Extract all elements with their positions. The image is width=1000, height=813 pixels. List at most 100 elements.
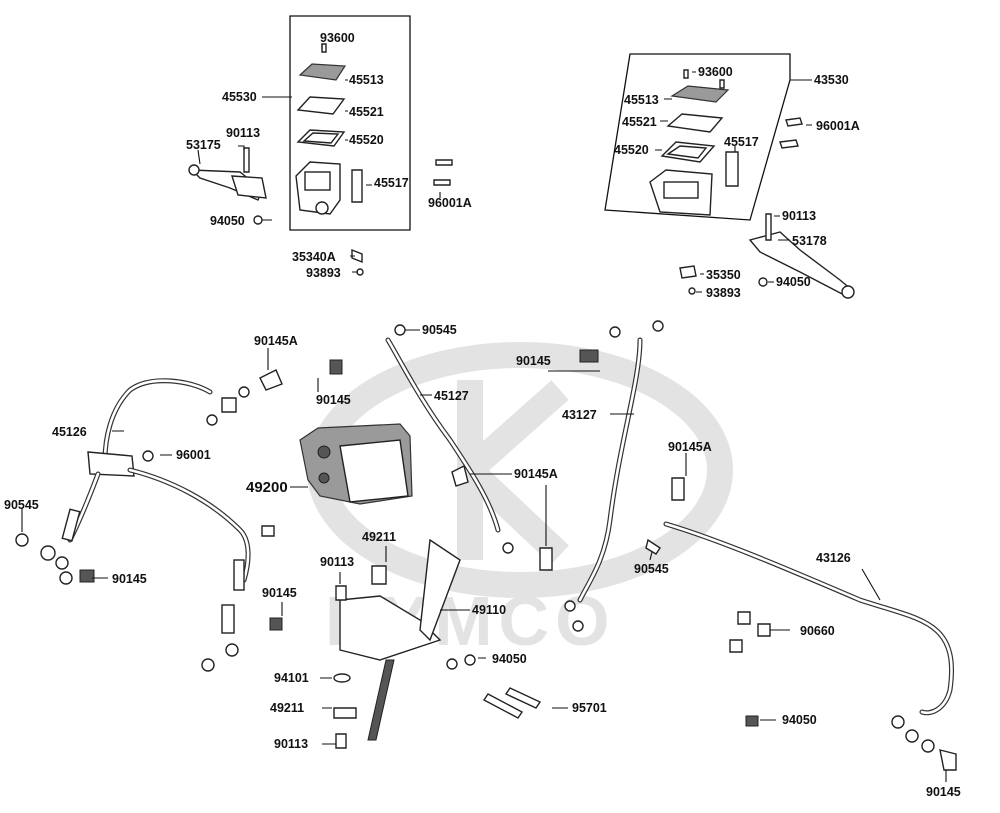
label-90545-a: 90545 <box>422 323 457 337</box>
label-93893-a: 93893 <box>306 266 341 280</box>
hoses-and-abs-assembly <box>15 320 957 782</box>
label-90145A-b: 90145A <box>514 467 558 481</box>
bolt-96001A-right-2 <box>779 139 799 149</box>
label-90545-b: 90545 <box>4 498 39 512</box>
label-45126: 45126 <box>52 425 87 439</box>
label-90145A-c: 90145A <box>668 440 712 454</box>
label-43126: 43126 <box>816 551 851 565</box>
right-assembly-box <box>604 53 791 221</box>
bolt-96001A-right-1 <box>785 117 803 127</box>
switch-45517-right <box>725 151 739 187</box>
reservoir-cap-45513-right <box>670 85 730 103</box>
screw-93600-right <box>683 69 689 79</box>
screw-93893-right <box>688 287 696 295</box>
label-49200: 49200 <box>246 479 288 496</box>
nut-94050-c <box>446 658 458 670</box>
label-90145-e: 90145 <box>926 785 961 799</box>
bolt-90113-d <box>335 733 347 749</box>
bolt-90145-a <box>79 569 95 583</box>
label-53175: 53175 <box>186 138 221 152</box>
clip-90660-1 <box>737 611 751 625</box>
label-96001A-left: 96001A <box>428 196 472 210</box>
label-94050-c: 94050 <box>492 652 527 666</box>
nut-94050-d <box>745 715 759 727</box>
label-94050-a: 94050 <box>210 214 245 228</box>
bolt-90145-d <box>269 617 283 631</box>
plate-45521-right <box>666 113 724 133</box>
pivot-bolt-90113-right <box>765 213 772 241</box>
label-94050-d: 94050 <box>782 713 817 727</box>
label-93893-b: 93893 <box>706 286 741 300</box>
label-90113-d: 90113 <box>274 737 308 751</box>
washer-90545-c <box>645 538 661 555</box>
pivot-bolt-90113-left <box>243 147 250 173</box>
label-45517-right: 45517 <box>724 135 759 149</box>
label-43530: 43530 <box>814 73 849 87</box>
washer-90545-a <box>15 533 29 547</box>
label-49211-a: 49211 <box>362 530 396 544</box>
switch-45517-left <box>351 169 363 203</box>
label-45521-right: 45521 <box>622 115 657 129</box>
label-90145-b: 90145 <box>516 354 551 368</box>
label-45517-left: 45517 <box>374 176 409 190</box>
label-90145-d: 90145 <box>262 586 297 600</box>
clamp-35340A <box>351 248 363 264</box>
label-90545-c: 90545 <box>634 562 669 576</box>
label-90145-c: 90145 <box>112 572 147 586</box>
grommet-49211-a <box>371 565 387 585</box>
banjo-bolt-90145A-a <box>259 369 283 391</box>
screw-93600-left <box>321 43 327 53</box>
clamp-35350 <box>679 265 697 279</box>
label-43127: 43127 <box>562 408 597 422</box>
label-96001: 96001 <box>176 448 211 462</box>
label-94101: 94101 <box>274 671 309 685</box>
label-90113-c: 90113 <box>320 555 354 569</box>
label-90145-a: 90145 <box>316 393 351 407</box>
banjo-bolt-90145A-b <box>539 547 553 571</box>
label-45127: 45127 <box>434 389 469 403</box>
nut-94050-left <box>253 215 263 225</box>
nut-94050-right <box>758 277 768 287</box>
right-master-cylinder-assembly <box>604 53 855 299</box>
label-49211-b: 49211 <box>270 701 304 715</box>
label-35340A: 35340A <box>292 250 336 264</box>
label-90113-a: 90113 <box>226 126 260 140</box>
washer-94101 <box>333 673 351 683</box>
label-93600-left: 93600 <box>320 31 355 45</box>
bolt-96001 <box>142 450 154 462</box>
bracket-49110 <box>339 595 442 661</box>
bolt-95701-2 <box>504 687 542 709</box>
bolt-90145-b <box>579 349 599 363</box>
brake-hose-45126-branch <box>127 467 251 583</box>
bolt-90145-c <box>329 359 343 375</box>
part-number-labels: 93600 45513 45530 45521 45520 90113 5317… <box>4 31 961 799</box>
left-assembly-box <box>289 15 411 231</box>
banjo-bolt-90145-e <box>939 749 957 771</box>
bolt-96001A-left-1 <box>435 159 453 166</box>
banjo-bolt-90145A-c <box>671 477 685 501</box>
bolt-90113-c <box>335 585 347 601</box>
label-45521-left: 45521 <box>349 105 384 119</box>
label-90113-b: 90113 <box>782 209 816 223</box>
clip-90660-3 <box>729 639 743 653</box>
clip-90660-2 <box>757 623 771 637</box>
label-90660: 90660 <box>800 624 835 638</box>
label-45530: 45530 <box>222 90 257 104</box>
label-45513-right: 45513 <box>624 93 659 107</box>
reservoir-cap-45513-left <box>298 63 347 81</box>
label-53178: 53178 <box>792 234 827 248</box>
label-90145A-a: 90145A <box>254 334 298 348</box>
label-49110: 49110 <box>472 603 506 617</box>
label-35350: 35350 <box>706 268 741 282</box>
bolt-95701-1 <box>482 693 524 719</box>
label-94050-b: 94050 <box>776 275 811 289</box>
label-45513-left: 45513 <box>349 73 384 87</box>
bolt-96001A-left-2 <box>433 179 451 186</box>
plate-45521-left <box>296 96 346 115</box>
hose-junction-block <box>87 451 135 477</box>
label-93600-right: 93600 <box>698 65 733 79</box>
label-45520-right: 45520 <box>614 143 649 157</box>
left-master-cylinder-assembly <box>188 15 453 276</box>
